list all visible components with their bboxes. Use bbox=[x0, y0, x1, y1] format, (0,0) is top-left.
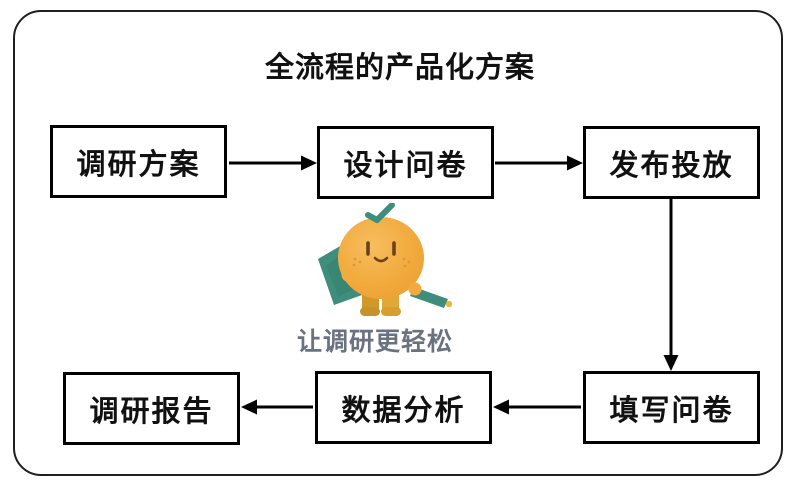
flow-node-label: 填写问卷 bbox=[609, 394, 734, 427]
mascot-body bbox=[338, 217, 424, 299]
mascot-flag bbox=[318, 245, 362, 305]
diagram-title: 全流程的产品化方案 bbox=[264, 52, 535, 84]
mascot-left-hand bbox=[341, 268, 355, 282]
flow-node-data-analysis: 数据分析 bbox=[315, 371, 492, 444]
flow-node-label: 调研方案 bbox=[76, 148, 201, 181]
flow-node-label: 发布投放 bbox=[609, 149, 734, 182]
flow-node-label: 数据分析 bbox=[341, 394, 466, 427]
orange-mascot-illustration bbox=[318, 203, 453, 316]
flow-node-label: 设计问卷 bbox=[343, 149, 468, 182]
flow-node-label: 调研报告 bbox=[89, 395, 214, 428]
mascot-pencil bbox=[408, 282, 453, 308]
mascot-caption: 让调研更轻松 bbox=[296, 328, 453, 356]
mascot-face bbox=[366, 241, 396, 263]
flow-node-research-report: 调研报告 bbox=[63, 372, 240, 445]
flow-node-research-plan: 调研方案 bbox=[50, 125, 227, 198]
flow-node-fill-questionnaire: 填写问卷 bbox=[583, 371, 760, 444]
mascot-freckles bbox=[352, 257, 411, 268]
diagram-outer-border bbox=[13, 10, 783, 476]
mascot-leaf bbox=[365, 203, 395, 223]
flow-node-design-questionnaire: 设计问卷 bbox=[317, 126, 494, 199]
flow-node-publish-distribute: 发布投放 bbox=[583, 126, 760, 199]
